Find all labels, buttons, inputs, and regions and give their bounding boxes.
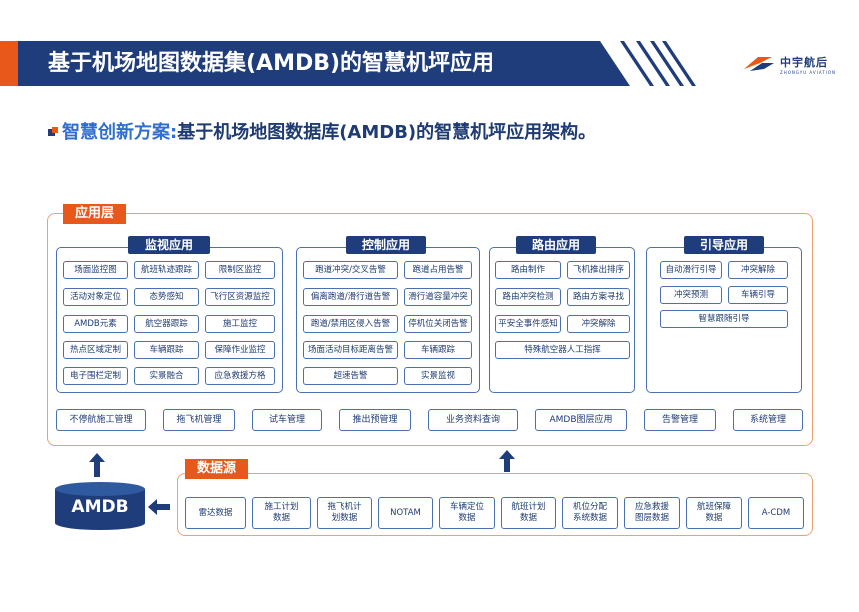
group-monitoring-title: 监视应用 bbox=[128, 236, 210, 254]
subtitle: 智慧创新方案:基于机场地图数据库(AMDB)的智慧机坪应用架构。 bbox=[62, 118, 596, 144]
cell: AMDB元素 bbox=[63, 315, 128, 333]
bottom-item: 拖飞机管理 bbox=[163, 409, 235, 431]
cell: 超速告警 bbox=[303, 367, 398, 385]
cell: 跑道冲突/交叉告警 bbox=[303, 261, 398, 279]
cell: 态势感知 bbox=[134, 288, 199, 306]
logo-icon bbox=[742, 53, 776, 73]
source-item: 机位分配 系统数据 bbox=[562, 497, 618, 529]
cell: 自动滑行引导 bbox=[660, 261, 722, 279]
source-item: 拖飞机计 划数据 bbox=[317, 497, 372, 529]
cell: 实景监视 bbox=[404, 367, 472, 385]
cell: 施工监控 bbox=[205, 315, 275, 333]
cell: 应急救援方格 bbox=[205, 367, 275, 385]
group-guidance-title: 引导应用 bbox=[684, 236, 764, 254]
cell: 特殊航空器人工指挥 bbox=[495, 341, 630, 359]
arrow-up-icon bbox=[89, 453, 105, 477]
source-item: NOTAM bbox=[378, 497, 433, 529]
source-item: 航班保障 数据 bbox=[686, 497, 742, 529]
source-item: A-CDM bbox=[748, 497, 804, 529]
cell: 飞行区资源监控 bbox=[205, 288, 275, 306]
bottom-item: 不停航施工管理 bbox=[56, 409, 146, 431]
cell: 场面监控图 bbox=[63, 261, 128, 279]
arrow-up-icon bbox=[499, 450, 515, 472]
logo-area bbox=[710, 41, 859, 86]
source-item: 车辆定位 数据 bbox=[439, 497, 495, 529]
bullet-icon bbox=[48, 127, 58, 137]
cell: 限制区监控 bbox=[205, 261, 275, 279]
bottom-item: 业务资料查询 bbox=[428, 409, 518, 431]
logo-subtext: ZHONGYU AVIATION bbox=[780, 70, 837, 75]
header-accent bbox=[0, 41, 18, 86]
source-item: 应急救援 图层数据 bbox=[624, 497, 680, 529]
cell: 飞机推出排序 bbox=[567, 261, 630, 279]
page-title: 基于机场地图数据集(AMDB)的智慧机坪应用 bbox=[48, 51, 495, 76]
cell: 车辆跟踪 bbox=[134, 341, 199, 359]
cell: 偏离跑道/滑行道告警 bbox=[303, 288, 398, 306]
cell: 跑道/禁用区侵入告警 bbox=[303, 315, 398, 333]
bottom-item: 试车管理 bbox=[252, 409, 322, 431]
cell: 冲突解除 bbox=[728, 261, 788, 279]
cell: 电子围栏定制 bbox=[63, 367, 128, 385]
group-control-title: 控制应用 bbox=[346, 236, 426, 254]
database-icon bbox=[55, 482, 145, 530]
data-source-label: 数据源 bbox=[185, 459, 249, 479]
cell: 场面活动目标距离告警 bbox=[303, 341, 398, 359]
cell: 路由方案寻找 bbox=[567, 288, 630, 306]
bottom-item: 系统管理 bbox=[733, 409, 803, 431]
cell: 车辆引导 bbox=[728, 286, 788, 304]
subtitle-highlight: 智慧创新方案: bbox=[62, 122, 178, 143]
subtitle-text: 基于机场地图数据库(AMDB)的智慧机坪应用架构。 bbox=[177, 122, 597, 143]
database-label: AMDB bbox=[71, 497, 129, 517]
bottom-item: AMDB图层应用 bbox=[535, 409, 627, 431]
cell: 停机位关闭告警 bbox=[404, 315, 472, 333]
cell: 活动对象定位 bbox=[63, 288, 128, 306]
cell: 实景融合 bbox=[134, 367, 199, 385]
source-item: 航班计划 数据 bbox=[501, 497, 556, 529]
cell: 航空器跟踪 bbox=[134, 315, 199, 333]
bottom-item: 告警管理 bbox=[644, 409, 716, 431]
cell: 航班轨迹跟踪 bbox=[134, 261, 199, 279]
arrow-left-icon bbox=[148, 499, 170, 515]
cell: 智慧跟随引导 bbox=[660, 310, 788, 328]
data-source-frame bbox=[177, 473, 813, 536]
bottom-item: 推出预管理 bbox=[339, 409, 411, 431]
cell: 路由冲突检测 bbox=[495, 288, 561, 306]
cell: 冲突预测 bbox=[660, 286, 722, 304]
group-routing-title: 路由应用 bbox=[516, 236, 596, 254]
cell: 热点区域定制 bbox=[63, 341, 128, 359]
source-item: 施工计划 数据 bbox=[252, 497, 311, 529]
cell: 冲突解除 bbox=[567, 315, 630, 333]
cell: 跑道占用告警 bbox=[404, 261, 472, 279]
cell: 滑行道容量冲突 bbox=[404, 288, 472, 306]
cell: 路由制作 bbox=[495, 261, 561, 279]
cell: 平安全事件感知 bbox=[495, 315, 561, 333]
logo-text: 中宇航后 bbox=[780, 56, 828, 69]
cell: 车辆跟踪 bbox=[404, 341, 472, 359]
app-layer-label: 应用层 bbox=[63, 204, 127, 224]
cell: 保障作业监控 bbox=[205, 341, 275, 359]
header-stripes bbox=[600, 41, 710, 86]
app-layer-frame bbox=[47, 213, 813, 446]
source-item: 雷达数据 bbox=[185, 497, 246, 529]
